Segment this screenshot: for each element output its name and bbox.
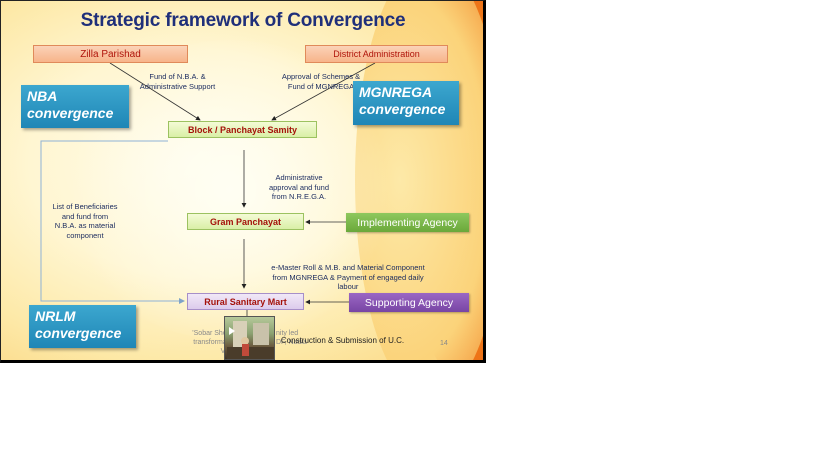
beneficiaries-label: List of Beneficiaries and fund from N.B.… — [52, 202, 118, 240]
fund-nba-label: Fund of N.B.A. & Administrative Support — [139, 72, 216, 91]
page-number: 14 — [440, 340, 448, 347]
admin-approval-label: Administrative approval and fund from N.… — [268, 173, 330, 201]
gram-panchayat-label: Gram Panchayat — [209, 216, 282, 227]
gram-panchayat-node: Gram Panchayat — [187, 213, 304, 230]
implementing-agency-label: Implementing Agency — [357, 216, 458, 229]
approval-mgnrega-label: Approval of Schemes & Fund of MGNREGA — [281, 72, 361, 91]
sanitation-photo-icon — [227, 321, 274, 359]
faded-footer-right: nity led DF, Nadia — [276, 330, 307, 346]
rural-sanitary-mart-node: Rural Sanitary Mart — [187, 293, 304, 310]
video-thumbnail[interactable] — [224, 316, 275, 360]
nba-convergence-callout: NBA convergence — [21, 85, 129, 128]
nrlm-convergence-callout: NRLM convergence — [29, 305, 136, 348]
rural-sanitary-mart-label: Rural Sanitary Mart — [204, 296, 287, 307]
district-administration-node: District Administration — [305, 45, 448, 63]
supporting-agency-label: Supporting Agency — [364, 296, 454, 309]
construction-label: Construction & Submission of U.C. — [280, 336, 405, 345]
zilla-parishad-node: Zilla Parishad — [33, 45, 188, 63]
block-panchayat-samity-label: Block / Panchayat Samity — [187, 124, 298, 135]
district-administration-label: District Administration — [333, 49, 420, 59]
implementing-agency-node: Implementing Agency — [346, 213, 469, 232]
slide-title: Strategic framework of Convergence — [80, 10, 406, 31]
mgnrega-convergence-callout: MGNREGA convergence — [353, 81, 459, 125]
faded-footer-left: 'Sobar Shouch transformation V — [192, 330, 238, 355]
emaster-roll-label: e-Master Roll & M.B. and Material Compon… — [271, 263, 425, 291]
slide: Strategic framework of Convergence Zilla… — [0, 0, 486, 363]
supporting-agency-node: Supporting Agency — [349, 293, 469, 312]
zilla-parishad-label: Zilla Parishad — [80, 48, 141, 60]
connector-arrows — [40, 62, 376, 322]
block-panchayat-samity-node: Block / Panchayat Samity — [168, 121, 317, 138]
